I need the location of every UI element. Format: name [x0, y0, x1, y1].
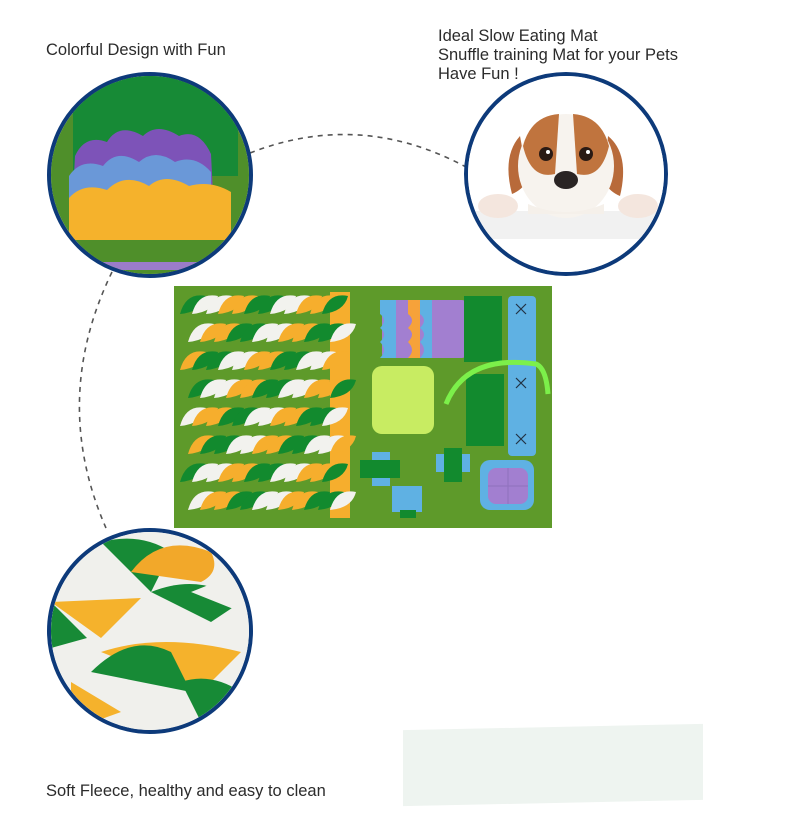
caption-line-3: Have Fun ! [438, 65, 519, 83]
blue-strap [508, 296, 536, 456]
detail-circle-fleece [47, 528, 253, 734]
wave-flaps [380, 300, 466, 358]
felt-flaps-image [51, 76, 249, 274]
green-pocket-bottom [466, 374, 504, 446]
pale-panel [403, 723, 703, 807]
green-pocket-top [464, 296, 502, 362]
caption-soft-fleece: Soft Fleece, healthy and easy to clean [46, 782, 326, 800]
caption-colorful-design: Colorful Design with Fun [46, 41, 226, 59]
fleece-leaves-image [51, 532, 249, 730]
top-dashed-arc [249, 133, 467, 168]
lime-ribbon [443, 359, 551, 405]
caption-line-1: Ideal Slow Eating Mat [438, 27, 598, 45]
caption-line-2: Snuffle training Mat for your Pets [438, 46, 678, 64]
caption-slow-eating: Ideal Slow Eating Mat Snuffle training M… [438, 27, 678, 84]
left-dashed-arc [78, 271, 113, 529]
detail-circle-flaps [47, 72, 253, 278]
snuffle-mat-image [174, 286, 552, 528]
small-tabs [360, 448, 470, 518]
puppy-image [468, 76, 664, 272]
lime-scrubby-pad [372, 366, 434, 434]
detail-circle-puppy [464, 72, 668, 276]
